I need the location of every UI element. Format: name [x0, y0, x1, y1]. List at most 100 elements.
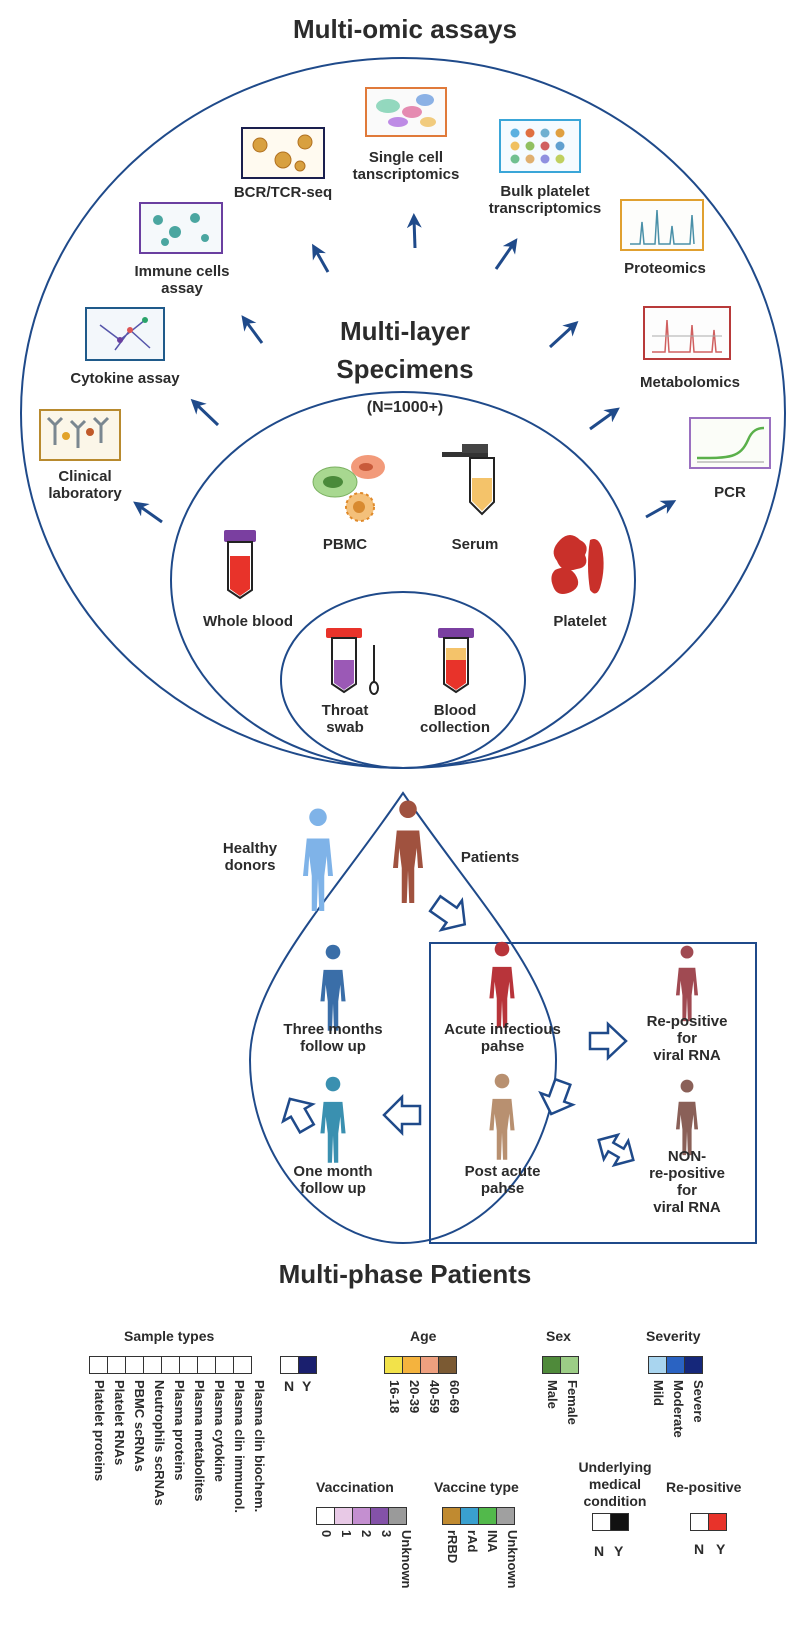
label-non-repositive: NON- re-positive for viral RNA [632, 1148, 742, 1216]
label-post-acute-phase: Post acute pahse [450, 1163, 555, 1197]
healthy-line1: Healthy [222, 840, 278, 857]
assay-bulk-line2: transcriptomics [488, 200, 602, 217]
legend-sample-types-swatches [89, 1356, 252, 1374]
vaccine-type-label: INA [485, 1530, 500, 1553]
one-month-line1: One month [293, 1163, 373, 1180]
specimen-serum: Serum [451, 536, 499, 553]
non-repositive-line2: re-positive [649, 1165, 725, 1182]
sample-type-label: PBMC scRNAs [132, 1380, 147, 1472]
label-repositive: Re-positive for viral RNA [632, 1013, 742, 1064]
one-month-line2: follow up [300, 1180, 366, 1197]
legend-underlying-n: N [594, 1543, 605, 1559]
sample-type-label: Plasma clin biochem. [252, 1380, 267, 1513]
specimen-throat-swab: Throat swab [310, 702, 380, 736]
sample-type-label: Plasma metabolites [192, 1380, 207, 1502]
assay-clinical-laboratory: Clinical laboratory [22, 468, 148, 502]
assay-pcr: PCR [714, 484, 746, 501]
assay-bulk-line1: Bulk platelet [500, 183, 590, 200]
assay-bcr-tcr: BCR/TCR-seq [233, 184, 333, 201]
age-label: 16-18 [387, 1380, 402, 1414]
vaccination-swatch [370, 1507, 389, 1525]
legend-sample-n: N [284, 1378, 295, 1394]
legend-vaccination-swatches [316, 1507, 407, 1525]
throat-line2: swab [326, 719, 364, 736]
label-acute-phase: Acute infectious pahse [430, 1021, 575, 1055]
legend-vaccine-type-swatches [442, 1507, 515, 1525]
legend-severity-swatches [648, 1356, 703, 1374]
blood-line2: collection [419, 719, 490, 736]
middle-title-line2: Specimens [336, 354, 474, 384]
legend-vaccine-type-title: Vaccine type [434, 1479, 519, 1495]
assay-cytokine: Cytokine assay [70, 370, 180, 387]
legend-severity-title: Severity [646, 1328, 701, 1344]
specimen-pbmc: PBMC [322, 536, 368, 553]
title-multi-omic-assays: Multi-omic assays [293, 14, 517, 44]
post-line2: pahse [480, 1180, 525, 1197]
assay-immune-line1: Immune cells [134, 263, 230, 280]
patient-teardrop [248, 791, 558, 1245]
underlying-line3: condition [583, 1493, 647, 1509]
assay-immune-cells: Immune cells assay [112, 263, 252, 297]
vaccination-label: 3 [379, 1530, 394, 1538]
vaccination-label: Unknown [399, 1530, 414, 1589]
three-months-line2: follow up [300, 1038, 366, 1055]
post-line1: Post acute [464, 1163, 541, 1180]
age-swatch [384, 1356, 403, 1374]
severity-swatch [666, 1356, 685, 1374]
sex-label: Female [565, 1380, 580, 1425]
legend-repositive-title: Re-positive [666, 1479, 742, 1495]
diagram-canvas [20, 57, 786, 1245]
vaccination-label: 2 [359, 1530, 374, 1538]
vaccine-type-swatch [460, 1507, 479, 1525]
legend-sample-types-labels: Platelet proteins Platelet RNAs PBMC scR… [89, 1380, 269, 1520]
sample-type-label: Plasma cytokine [212, 1380, 227, 1482]
vaccine-type-label: rAd [465, 1530, 480, 1553]
legend-age-swatches [384, 1356, 457, 1374]
assay-immune-line2: assay [161, 280, 203, 297]
legend-sex-title: Sex [546, 1328, 571, 1344]
legend-vaccination-labels: 0 1 2 3 Unknown [316, 1530, 416, 1620]
specimen-icons [224, 444, 604, 695]
title-multi-phase-patients: Multi-phase Patients [278, 1259, 532, 1289]
repositive-line1: Re-positive [646, 1013, 728, 1030]
legend-sex-labels: Male Female [542, 1380, 582, 1450]
three-months-line1: Three months [283, 1021, 383, 1038]
assay-bulk-platelet: Bulk platelet transcriptomics [470, 183, 620, 217]
legend-underlying-y: Y [614, 1543, 624, 1559]
label-one-month: One month follow up [268, 1163, 398, 1197]
legend-sample-y: Y [302, 1378, 312, 1394]
severity-label: Mild [651, 1380, 666, 1406]
label-three-months: Three months follow up [262, 1021, 404, 1055]
severity-swatch [648, 1356, 667, 1374]
phase-arrows [281, 894, 635, 1168]
sample-type-label: Platelet proteins [92, 1380, 107, 1482]
vaccination-swatch [334, 1507, 353, 1525]
sex-swatch [560, 1356, 579, 1374]
vaccination-swatch [352, 1507, 371, 1525]
legend-severity-labels: Mild Moderate Severe [648, 1380, 708, 1460]
throat-line1: Throat [321, 702, 369, 719]
specimen-platelet: Platelet [553, 613, 607, 630]
age-swatch [420, 1356, 439, 1374]
vaccination-label: 1 [339, 1530, 354, 1538]
underlying-line2: medical [588, 1476, 642, 1492]
specimen-whole-blood: Whole blood [203, 613, 293, 630]
legend-underlying-title: Underlying medical condition [560, 1459, 670, 1510]
vaccine-type-swatch [442, 1507, 461, 1525]
age-swatch [402, 1356, 421, 1374]
vaccination-swatch [316, 1507, 335, 1525]
age-swatch [438, 1356, 457, 1374]
legend-repositive-y: Y [716, 1541, 726, 1557]
assay-arrows [133, 213, 677, 524]
blood-line1: Blood [433, 702, 477, 719]
vaccine-type-swatch [496, 1507, 515, 1525]
repositive-line3: viral RNA [653, 1047, 721, 1064]
legend-sex-swatches [542, 1356, 579, 1374]
severity-swatch [684, 1356, 703, 1374]
vaccination-swatch [388, 1507, 407, 1525]
label-healthy-donors: Healthy donors [205, 840, 295, 874]
non-repositive-line1: NON- [667, 1148, 707, 1165]
assay-clinical-line1: Clinical [58, 468, 112, 485]
age-label: 40-59 [427, 1380, 442, 1414]
legend-repositive-swatches [690, 1513, 727, 1531]
